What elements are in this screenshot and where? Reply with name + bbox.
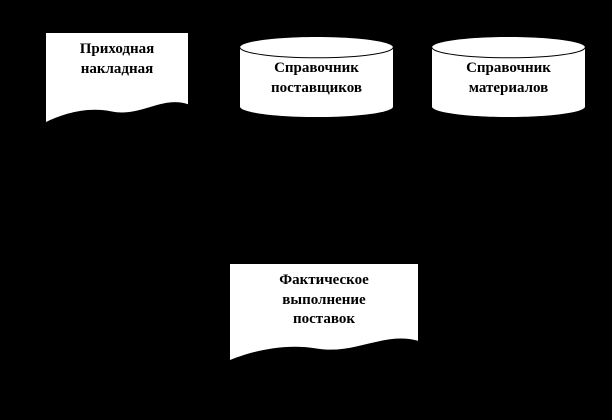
node-suppliers-directory: Справочник поставщиков <box>240 37 393 117</box>
document-shape <box>230 264 418 360</box>
node-incoming-invoice: Приходная накладная <box>46 33 188 122</box>
cylinder-shape <box>432 37 585 117</box>
cylinder-shape <box>240 37 393 117</box>
node-actual-deliveries: Фактическое выполнение поставок <box>230 264 418 360</box>
document-shape <box>46 33 188 122</box>
node-materials-directory: Справочник материалов <box>432 37 585 117</box>
